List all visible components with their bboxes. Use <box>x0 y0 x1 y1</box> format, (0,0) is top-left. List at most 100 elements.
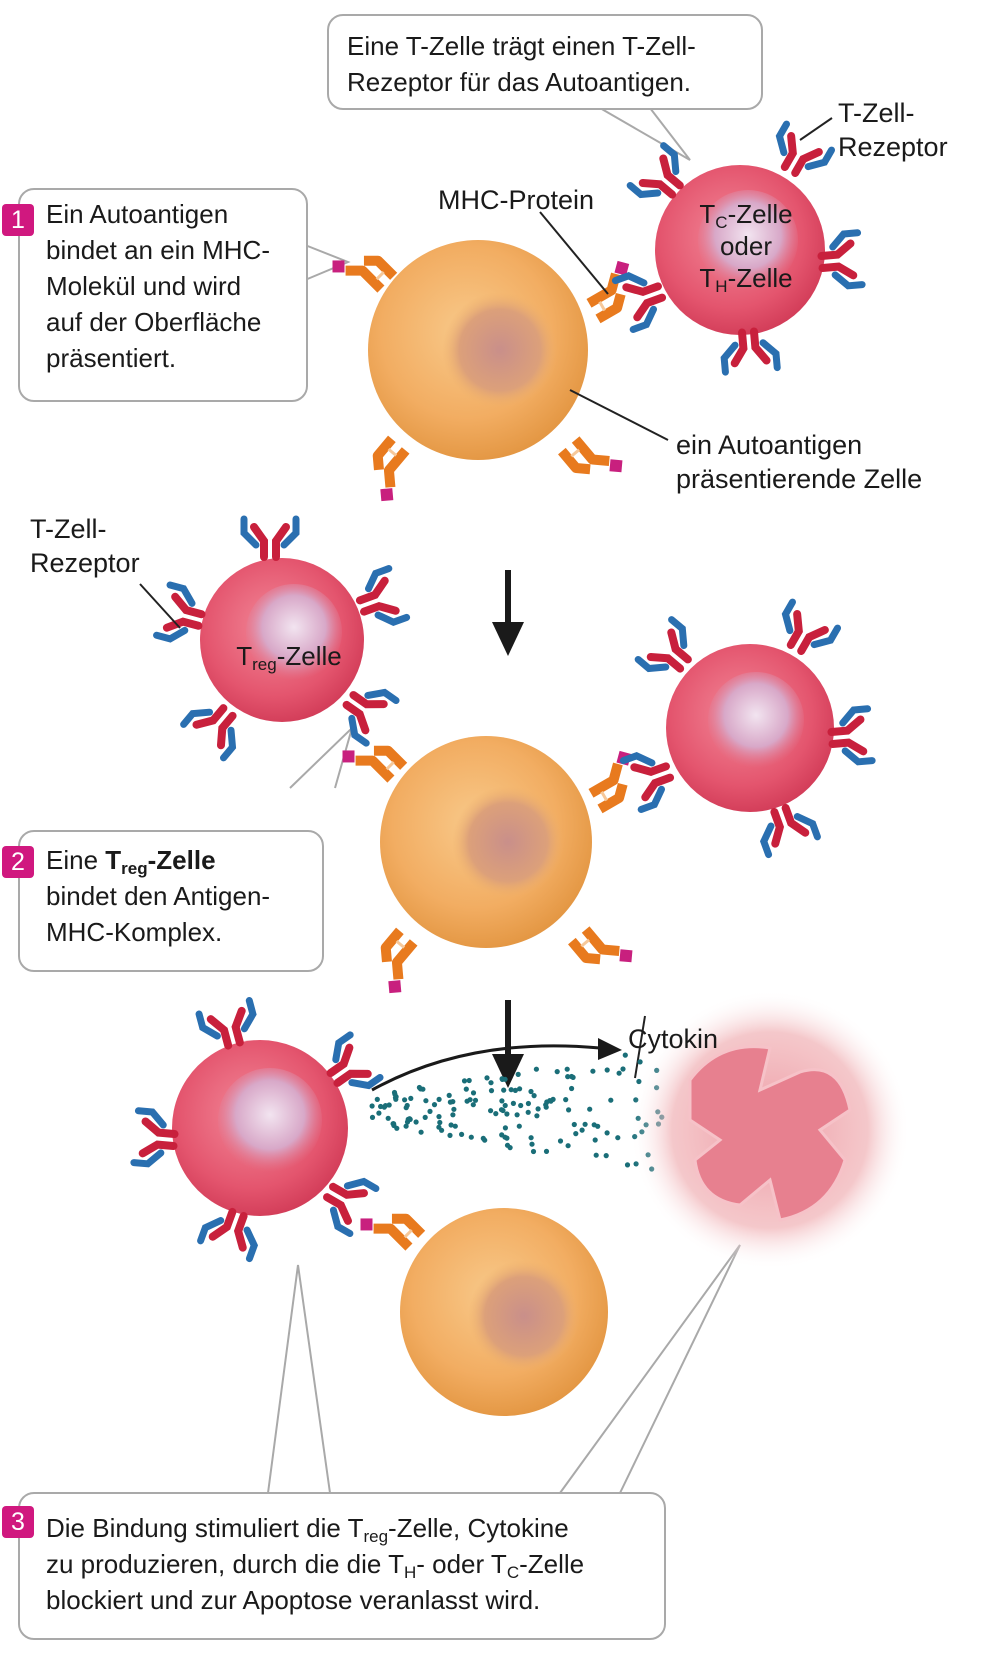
label-cytokin: Cytokin <box>628 1024 719 1054</box>
tcell-label-oder: oder <box>719 231 773 261</box>
label-tcr-left: T-Zell- Rezeptor <box>30 512 140 580</box>
t-cell-receptor <box>244 519 296 557</box>
t-cell-2 <box>666 644 834 812</box>
callout-step1-line2: bindet an ein MHC- <box>46 235 270 265</box>
cytokine-dot <box>418 1129 424 1135</box>
cytokine-dot <box>543 1104 549 1110</box>
cytokine-arrow <box>371 1044 601 1092</box>
cytokine-dot <box>461 1078 468 1084</box>
cytokine-dot <box>531 1093 537 1099</box>
label-tcr-left-line2: Rezeptor <box>30 548 140 578</box>
cytokine-dot <box>467 1097 473 1103</box>
antigen-presenting-cell-3 <box>400 1208 608 1416</box>
leader-apc <box>569 389 669 441</box>
cytokine-dot <box>566 1107 572 1113</box>
cytokine-dot <box>615 1135 621 1141</box>
cytokine-dot <box>515 1071 521 1077</box>
cytokine-dot <box>427 1108 433 1114</box>
cytokine-dot <box>582 1121 588 1127</box>
cytokine-dot <box>502 1125 508 1131</box>
cytokine-dot <box>450 1099 456 1105</box>
cytokine-dot <box>413 1119 419 1125</box>
treg-cell <box>200 558 364 722</box>
callout-step1-pointer <box>304 244 351 281</box>
label-mhc-protein: MHC-Protein <box>438 185 595 215</box>
callout-step1-line3: Molekül und wird <box>46 271 242 301</box>
callout-top: Eine T-Zelle trägt einen T-Zell- Rezepto… <box>327 14 763 110</box>
cytokine-dot <box>459 1131 465 1137</box>
label-tcr-top: T-Zell- Rezeptor <box>838 96 948 164</box>
callout-step3-line3: blockiert und zur Apoptose veranlasst wi… <box>46 1585 541 1615</box>
t-cell-receptor <box>157 585 207 645</box>
cytokine-dot <box>565 1074 571 1080</box>
mhc-protein <box>355 1196 422 1263</box>
cytokine-dot <box>452 1123 458 1129</box>
callout-step2-line2: bindet den Antigen- <box>46 881 271 911</box>
mhc-protein <box>562 425 628 493</box>
down-arrow-2 <box>492 1054 524 1088</box>
cytokine-dot <box>507 1145 513 1151</box>
cytokine-dot <box>622 1052 628 1058</box>
cytokine-dot <box>514 1112 520 1118</box>
cytokine-dot <box>587 1106 593 1112</box>
callout-top-line2: Rezeptor für das Autoantigen. <box>347 67 692 97</box>
cytokine-dot <box>472 1097 479 1103</box>
cytokine-dot <box>620 1066 626 1072</box>
label-tcr-left-line1: T-Zell- <box>30 514 107 544</box>
cytokine-dot <box>530 1148 537 1155</box>
cytokine-dot <box>550 1096 556 1102</box>
tcell-label: TC-Zelle oder TH-Zelle <box>676 198 816 296</box>
cytokine-dot <box>468 1134 474 1140</box>
step-badge-1: 1 <box>2 204 34 236</box>
cytokine-dot <box>382 1103 389 1109</box>
cytokine-dot <box>608 1097 614 1103</box>
label-apc: ein Autoantigen präsentierende Zelle <box>676 428 922 496</box>
cytokine-dot <box>436 1114 442 1120</box>
cytokine-dot <box>437 1119 443 1126</box>
cytokine-dot <box>564 1066 570 1072</box>
cytokine-dot <box>390 1121 396 1127</box>
callout-step2: Eine Treg-Zelle bindet den Antigen- MHC-… <box>18 830 324 972</box>
leader-mhc <box>539 211 609 295</box>
cytokine-dot <box>416 1084 422 1091</box>
cytokine-dot <box>448 1122 454 1128</box>
cytokine-dot <box>466 1077 472 1084</box>
callout-step3: Die Bindung stimuliert die Treg-Zelle, C… <box>18 1492 666 1640</box>
cytokine-dot <box>525 1109 531 1115</box>
cytokine-dot <box>502 1102 508 1109</box>
cytokine-dot <box>569 1085 575 1092</box>
cytokine-dot <box>422 1114 428 1120</box>
cytokine-dot <box>404 1102 410 1109</box>
cytokine-dot <box>423 1098 429 1104</box>
t-cell-1 <box>655 165 825 335</box>
cytokine-dot <box>528 1088 534 1095</box>
antigen-presenting-cell-1 <box>368 240 588 460</box>
cytokine-dot <box>376 1110 382 1116</box>
cytokine-dot <box>498 1107 505 1113</box>
cytokine-dot <box>378 1103 384 1110</box>
callout-step1-line4: auf der Oberfläche <box>46 307 262 337</box>
cytokine-dot <box>504 1111 510 1117</box>
t-cell-receptor <box>623 748 676 810</box>
cytokine-dot <box>591 1122 597 1128</box>
cytokine-dot <box>590 1068 596 1074</box>
t-cell-receptor <box>820 233 862 288</box>
cytokine-dot <box>488 1080 494 1086</box>
t-cell-receptor <box>830 709 872 764</box>
callout-step1-line1: Ein Autoantigen <box>46 199 229 229</box>
tcell-label-line3: TH-Zelle <box>699 263 793 296</box>
callout-step3-line2: zu produzieren, durch die die TH- oder T… <box>46 1549 585 1582</box>
cytokine-dot <box>450 1112 456 1118</box>
callout-step1: Ein Autoantigen bindet an ein MHC- Molek… <box>18 188 308 402</box>
cytokine-dot <box>447 1132 453 1138</box>
cytokine-dot <box>408 1095 414 1101</box>
cytokine-dot <box>499 1098 505 1104</box>
cytokine-dot <box>484 1075 490 1081</box>
cytokine-dot <box>502 1134 508 1140</box>
cytokine-dot <box>603 1153 609 1159</box>
cytokine-dot <box>554 1069 560 1075</box>
step-badge-2: 2 <box>2 846 34 878</box>
cytokine-dot <box>488 1108 494 1114</box>
cytokine-dot <box>374 1096 380 1102</box>
cytokine-dot <box>393 1094 399 1100</box>
